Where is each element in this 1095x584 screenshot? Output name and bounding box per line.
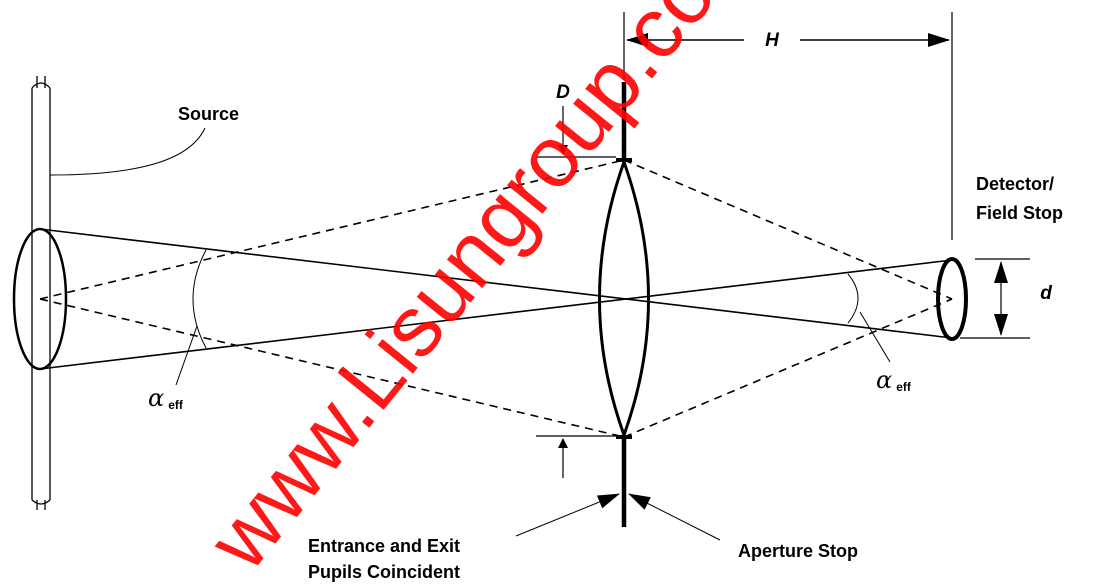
source-leader-line — [49, 127, 206, 176]
pupils-label: Entrance and Exit Pupils Coincident — [308, 536, 465, 582]
aperture-rays — [39, 159, 953, 438]
aperture-stop-leader-arrow — [628, 493, 721, 541]
field-rays — [39, 228, 953, 370]
source-lamp — [12, 76, 68, 510]
aperture-d-dimension — [536, 106, 616, 478]
detector-d-label: d — [1040, 283, 1052, 304]
distance-h-label: H — [765, 30, 780, 51]
detector-label: Detector/ Field Stop — [976, 174, 1063, 223]
aperture-stop-label: Aperture Stop — [738, 541, 858, 561]
alpha-arc-right — [847, 273, 859, 324]
lens — [598, 157, 650, 440]
aperture-d-label: D — [556, 82, 570, 103]
source-label: Source — [178, 104, 239, 124]
detector-field-stop — [936, 257, 968, 341]
distance-h-dimension — [623, 12, 950, 80]
alpha-arc-left — [192, 249, 207, 349]
pupils-leader-arrow — [515, 493, 620, 537]
alpha-leader-right — [859, 311, 891, 363]
detector-d-dimension — [960, 258, 1030, 339]
alpha-leader-left — [175, 325, 198, 386]
